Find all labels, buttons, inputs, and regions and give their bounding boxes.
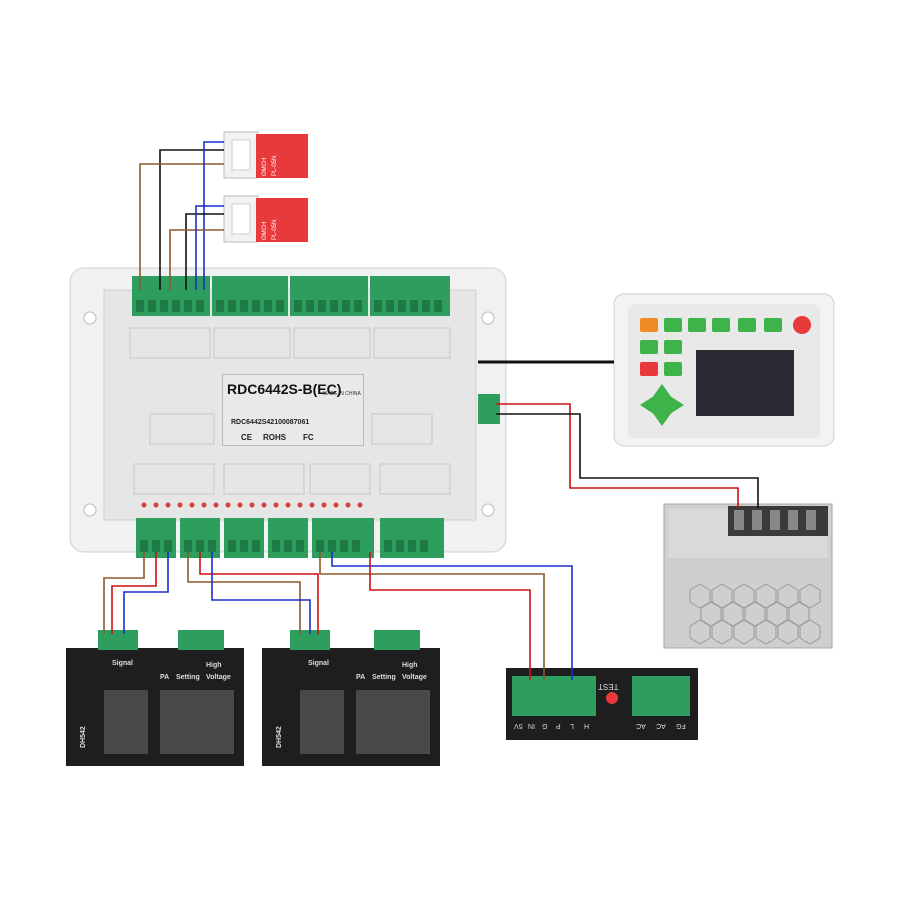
power-input-connector <box>478 394 500 424</box>
stepper-driver-1 <box>66 630 244 766</box>
pin-g: G <box>542 722 548 729</box>
driver-2-high-label: High <box>402 662 418 669</box>
laser-power-supply-panel <box>506 668 698 740</box>
cert-fc: FC <box>303 433 314 442</box>
sensor-1-brand: OMCH <box>262 157 268 176</box>
driver-1-signal-label: Signal <box>112 660 134 667</box>
made-in-label: MADE IN CHINA <box>323 391 361 397</box>
controller-label-plate: RDC6442S-B(EC) MADE IN CHINA RDC6442S421… <box>222 374 364 446</box>
pin-h: H <box>584 722 590 729</box>
driver-1-model: DH542 <box>80 726 87 748</box>
driver-1-pa-label: PA <box>160 674 170 681</box>
driver-2-pa-label: PA <box>356 674 366 681</box>
driver-2-setting-label: Setting <box>372 674 396 681</box>
controller-model: RDC6442S-B(EC) <box>227 381 342 397</box>
control-panel <box>613 293 835 447</box>
stepper-driver-2 <box>262 630 440 766</box>
driver-2-model: DH542 <box>276 726 283 748</box>
power-supply <box>663 503 833 649</box>
pin-ac-1: AC <box>636 722 646 729</box>
cert-ce: CE <box>241 433 253 442</box>
serial-number: RDC6442S42100087061 <box>231 419 310 426</box>
wiring <box>103 141 759 680</box>
sensor-2-brand: OMCH <box>262 221 268 240</box>
bottom-terminal-blocks <box>136 518 444 558</box>
proximity-sensor-1 <box>223 131 308 179</box>
pin-p: P <box>556 722 561 729</box>
pin-fg: FG <box>676 722 686 729</box>
test-button[interactable] <box>606 692 618 704</box>
driver-1-voltage-label: Voltage <box>206 674 231 681</box>
driver-1-high-label: High <box>206 662 222 669</box>
test-label: TEST <box>598 682 619 691</box>
pin-5v: 5V <box>514 722 523 729</box>
pin-in: IN <box>528 722 535 729</box>
pin-l: L <box>570 722 574 729</box>
driver-1-setting-label: Setting <box>176 674 200 681</box>
top-terminal-blocks <box>132 276 450 316</box>
cert-rohs: ROHS <box>263 433 287 442</box>
proximity-sensor-2 <box>223 195 308 243</box>
sensor-1-model: PL-05N <box>272 155 278 176</box>
pin-ac-2: AC <box>656 722 666 729</box>
driver-2-signal-label: Signal <box>308 660 330 667</box>
sensor-2-model: PL-05N <box>272 219 278 240</box>
driver-2-voltage-label: Voltage <box>402 674 427 681</box>
